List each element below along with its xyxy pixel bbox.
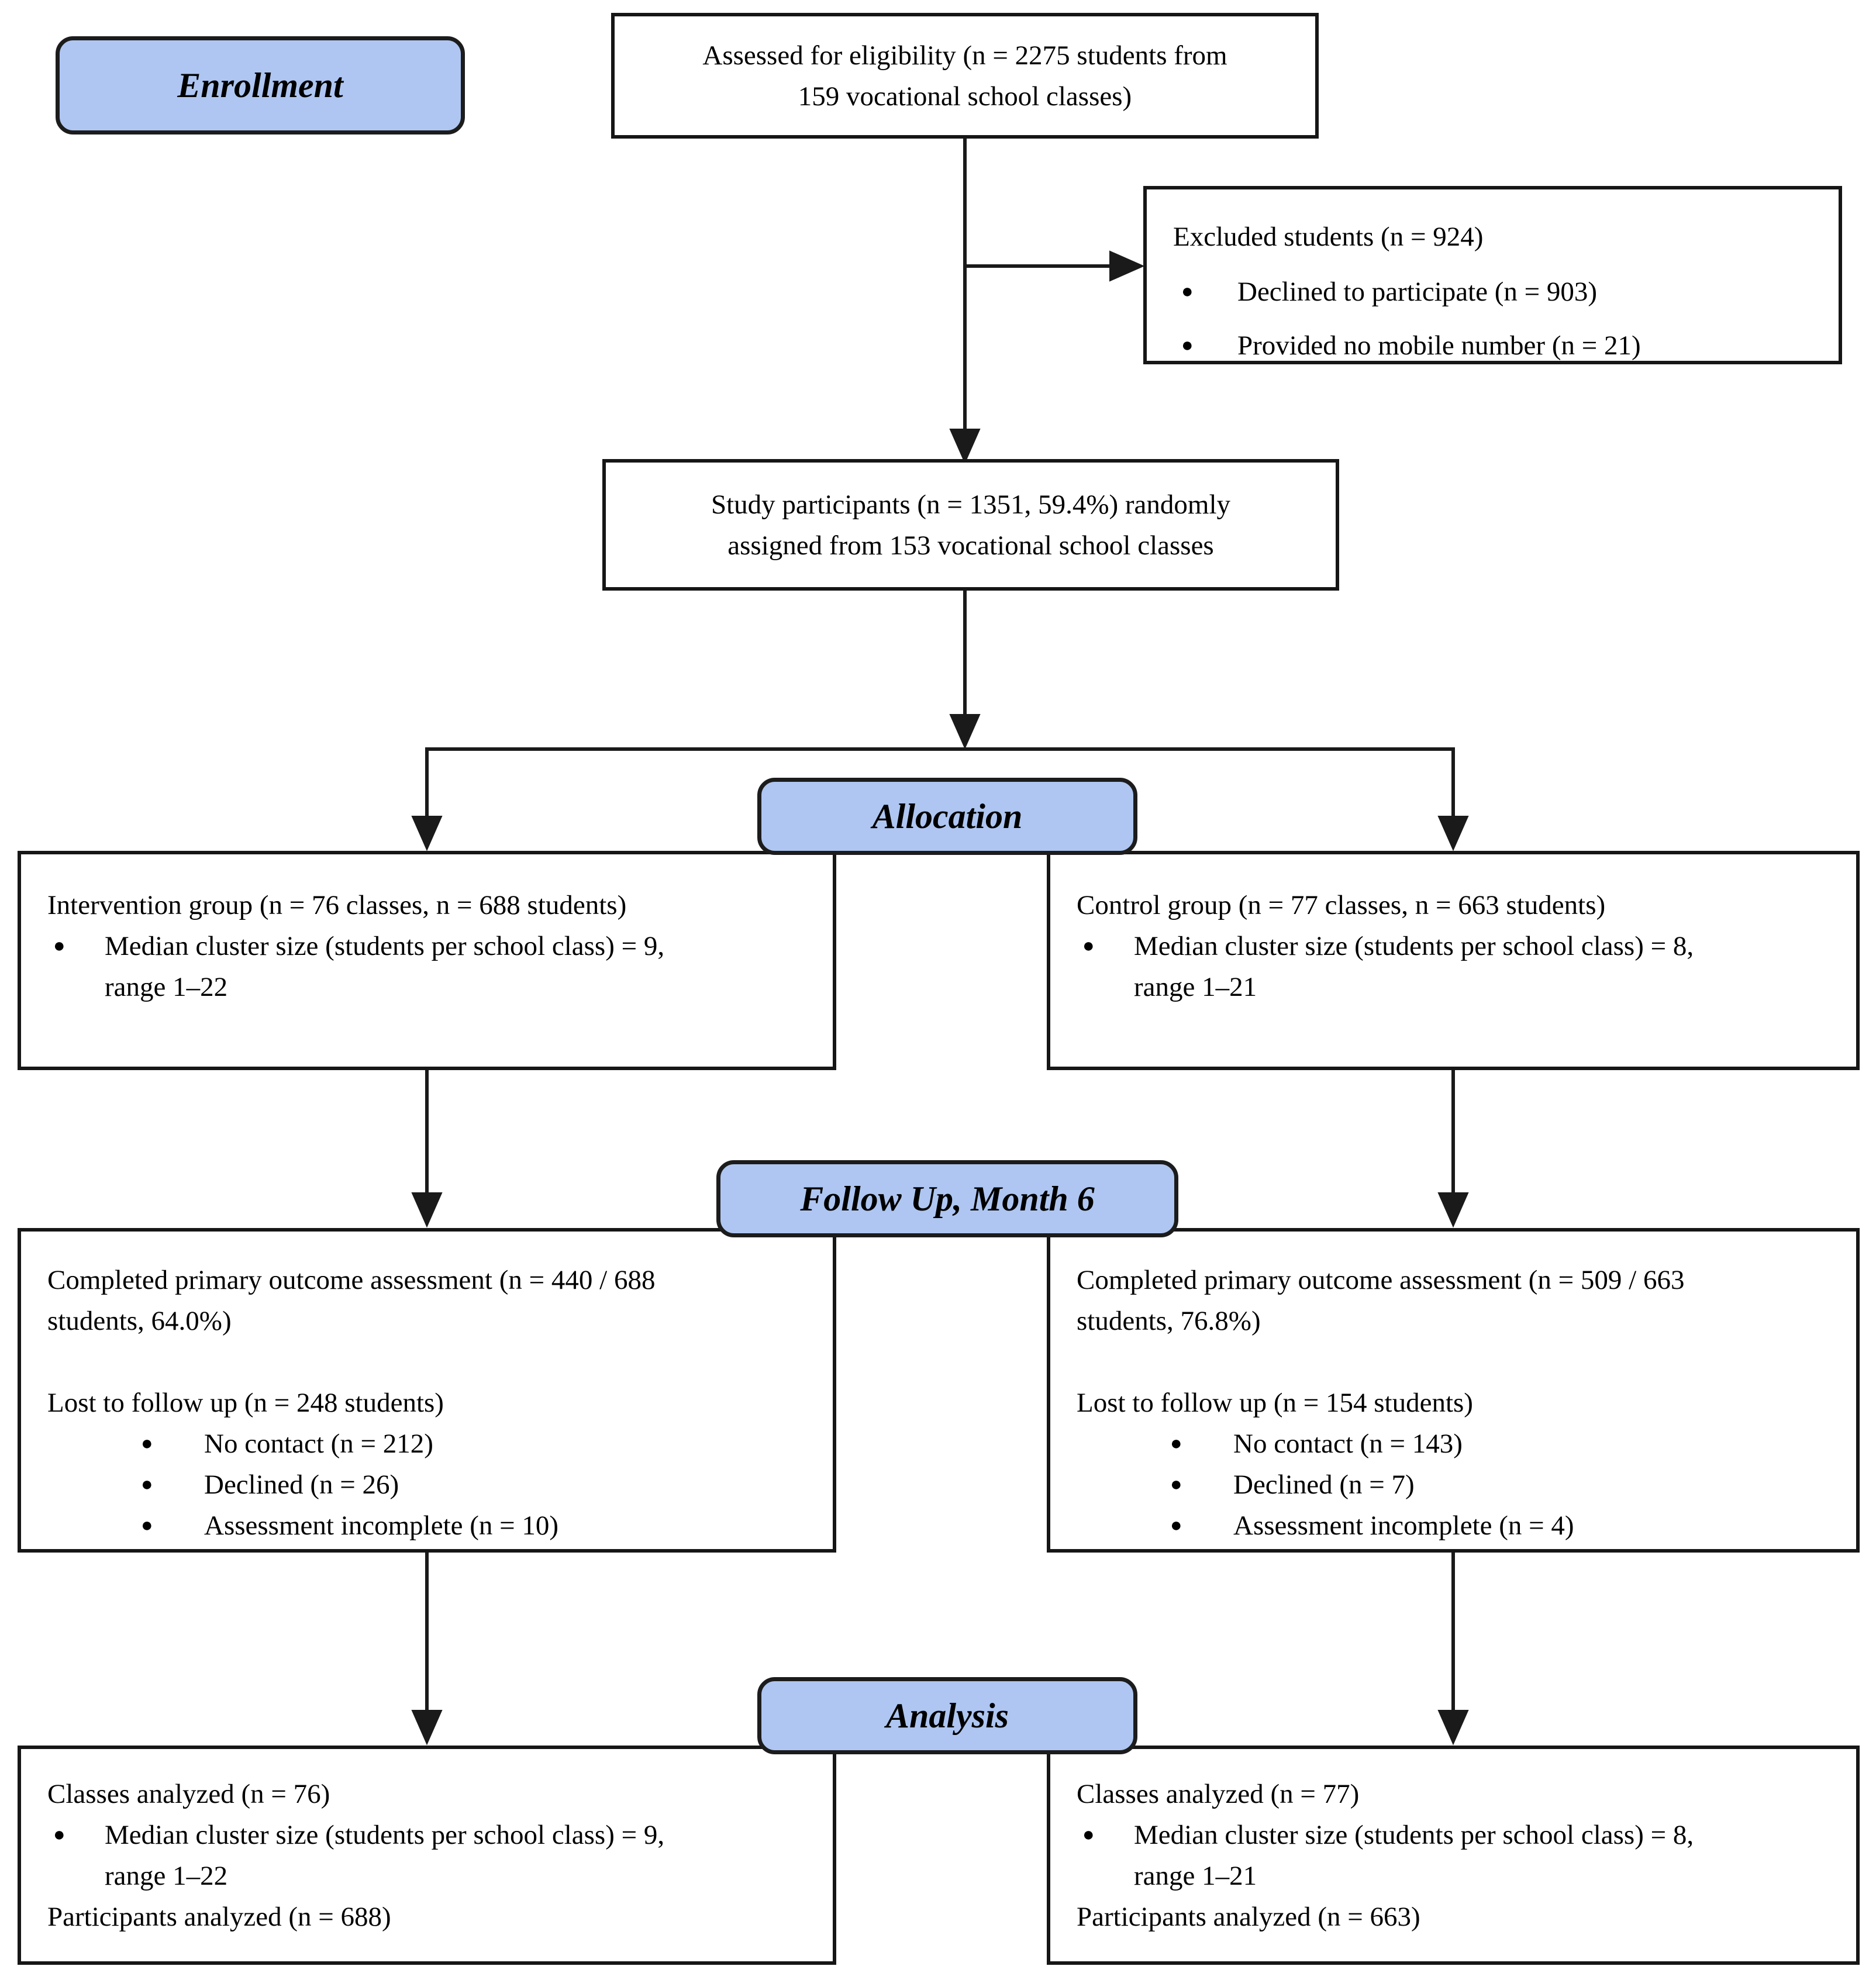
- stage-label-allocation: Allocation: [872, 796, 1023, 836]
- excluded-bullet-declined: ● Declined to participate (n = 903): [1173, 271, 1812, 312]
- followup-intervention-incomplete-text: Assessment incomplete (n = 10): [204, 1510, 559, 1541]
- stage-label-analysis: Analysis: [885, 1696, 1009, 1735]
- bullet-dot-icon: ●: [1181, 281, 1194, 302]
- followup-intervention-no-contact-text: No contact (n = 212): [204, 1429, 433, 1459]
- intervention-title: Intervention group (n = 76 classes, n = …: [47, 890, 627, 920]
- control-title: Control group (n = 77 classes, n = 663 s…: [1077, 890, 1606, 920]
- bullet-dot-icon: ●: [141, 1474, 153, 1495]
- box-excluded-students: Excluded students (n = 924) ● Declined t…: [1143, 186, 1842, 364]
- control-cluster-size-text: Median cluster size (students per school…: [1134, 931, 1694, 1002]
- stage-badge-analysis: Analysis: [757, 1677, 1137, 1754]
- box-control-group: Control group (n = 77 classes, n = 663 s…: [1047, 851, 1860, 1070]
- followup-intervention-bullet-no-contact: ● No contact (n = 212): [135, 1423, 806, 1464]
- followup-intervention-declined-text: Declined (n = 26): [204, 1470, 399, 1500]
- bullet-dot-icon: ●: [1170, 1515, 1182, 1536]
- study-participants-text: Study participants (n = 1351, 59.4%) ran…: [711, 489, 1231, 561]
- stage-label-enrollment: Enrollment: [177, 65, 343, 105]
- bullet-dot-icon: ●: [1170, 1433, 1182, 1454]
- followup-control-bullet-incomplete: ● Assessment incomplete (n = 4): [1164, 1505, 1830, 1546]
- bullet-dot-icon: ●: [53, 1824, 65, 1846]
- excluded-title: Excluded students (n = 924): [1173, 222, 1484, 252]
- box-followup-control: Completed primary outcome assessment (n …: [1047, 1228, 1860, 1553]
- arrowhead-into-study: [949, 429, 981, 464]
- box-followup-intervention: Completed primary outcome assessment (n …: [18, 1228, 836, 1553]
- stage-badge-follow-up: Follow Up, Month 6: [716, 1160, 1178, 1237]
- control-bullet-cluster-size: ● Median cluster size (students per scho…: [1077, 926, 1830, 1008]
- followup-control-no-contact-text: No contact (n = 143): [1233, 1429, 1463, 1459]
- bullet-dot-icon: ●: [1170, 1474, 1182, 1495]
- bullet-dot-icon: ●: [53, 935, 65, 957]
- stage-label-follow-up: Follow Up, Month 6: [800, 1179, 1095, 1218]
- analysis-intervention-participants: Participants analyzed (n = 688): [47, 1902, 391, 1932]
- analysis-intervention-bullet-cluster-size: ● Median cluster size (students per scho…: [47, 1815, 806, 1896]
- stage-badge-enrollment: Enrollment: [56, 36, 465, 134]
- bullet-dot-icon: ●: [1181, 334, 1194, 356]
- arrowhead-into-excluded: [1109, 250, 1145, 282]
- analysis-control-title: Classes analyzed (n = 77): [1077, 1779, 1360, 1809]
- stage-badge-allocation: Allocation: [757, 778, 1137, 855]
- arrowhead-into-followup-right: [1437, 1192, 1469, 1228]
- followup-control-bullet-no-contact: ● No contact (n = 143): [1164, 1423, 1830, 1464]
- excluded-bullet-no-mobile: ● Provided no mobile number (n = 21): [1173, 325, 1812, 366]
- followup-control-lost-title: Lost to follow up (n = 154 students): [1077, 1388, 1473, 1418]
- analysis-intervention-cluster-size-text: Median cluster size (students per school…: [105, 1820, 665, 1891]
- followup-intervention-bullet-incomplete: ● Assessment incomplete (n = 10): [135, 1505, 806, 1546]
- excluded-bullet-no-mobile-text: Provided no mobile number (n = 21): [1237, 330, 1641, 361]
- arrowhead-into-followup-left: [411, 1192, 443, 1228]
- analysis-intervention-title: Classes analyzed (n = 76): [47, 1779, 330, 1809]
- intervention-bullet-cluster-size: ● Median cluster size (students per scho…: [47, 926, 806, 1008]
- bullet-dot-icon: ●: [1082, 1824, 1095, 1846]
- followup-control-incomplete-text: Assessment incomplete (n = 4): [1233, 1510, 1574, 1541]
- arrowhead-into-analysis-right: [1437, 1710, 1469, 1746]
- bullet-dot-icon: ●: [141, 1433, 153, 1454]
- box-assessed-for-eligibility: Assessed for eligibility (n = 2275 stude…: [611, 13, 1319, 139]
- analysis-control-participants: Participants analyzed (n = 663): [1077, 1902, 1420, 1932]
- excluded-bullet-declined-text: Declined to participate (n = 903): [1237, 277, 1598, 307]
- bullet-dot-icon: ●: [141, 1515, 153, 1536]
- box-intervention-group: Intervention group (n = 76 classes, n = …: [18, 851, 836, 1070]
- intervention-cluster-size-text: Median cluster size (students per school…: [105, 931, 665, 1002]
- followup-control-declined-text: Declined (n = 7): [1233, 1470, 1415, 1500]
- followup-control-completed: Completed primary outcome assessment (n …: [1077, 1265, 1685, 1336]
- box-analysis-control: Classes analyzed (n = 77) ● Median clust…: [1047, 1746, 1860, 1965]
- followup-control-bullet-declined: ● Declined (n = 7): [1164, 1464, 1830, 1505]
- followup-intervention-completed: Completed primary outcome assessment (n …: [47, 1265, 656, 1336]
- arrowhead-into-control: [1437, 816, 1469, 851]
- analysis-control-cluster-size-text: Median cluster size (students per school…: [1134, 1820, 1694, 1891]
- box-analysis-intervention: Classes analyzed (n = 76) ● Median clust…: [18, 1746, 836, 1965]
- arrowhead-into-analysis-left: [411, 1710, 443, 1746]
- arrowhead-into-intervention: [411, 816, 443, 851]
- arrowhead-at-branch: [949, 714, 981, 750]
- followup-intervention-lost-title: Lost to follow up (n = 248 students): [47, 1388, 444, 1418]
- box-study-participants: Study participants (n = 1351, 59.4%) ran…: [602, 459, 1339, 591]
- assessed-text: Assessed for eligibility (n = 2275 stude…: [702, 40, 1227, 112]
- analysis-control-bullet-cluster-size: ● Median cluster size (students per scho…: [1077, 1815, 1830, 1896]
- bullet-dot-icon: ●: [1082, 935, 1095, 957]
- followup-intervention-bullet-declined: ● Declined (n = 26): [135, 1464, 806, 1505]
